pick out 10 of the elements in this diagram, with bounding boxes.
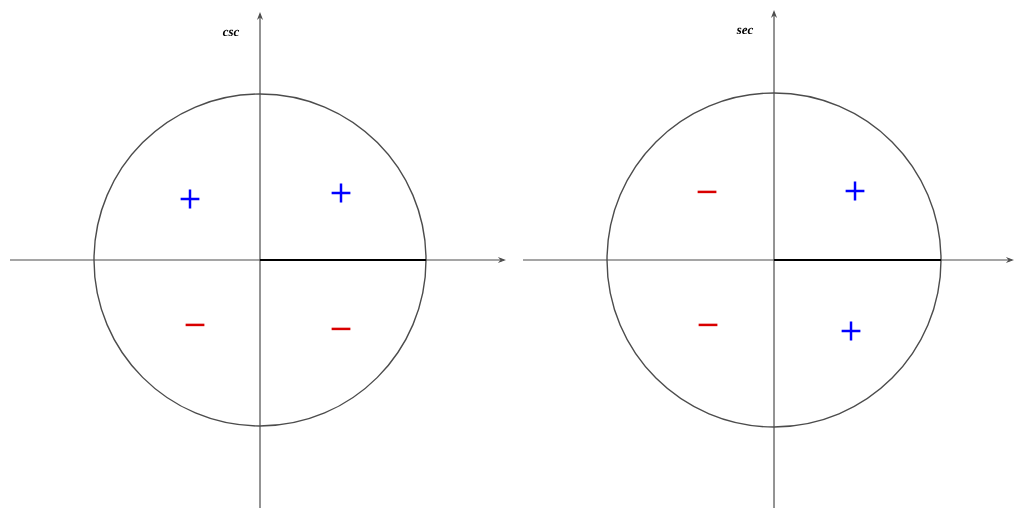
sign-symbol: + [845,181,865,201]
sign-symbol: − [697,190,717,194]
axis-label: sec [736,27,754,35]
sign-symbol: − [331,327,351,331]
axis-label: csc [222,29,240,37]
sign-symbol: − [185,323,205,327]
sign-symbol: + [841,321,861,341]
sign-symbol: − [698,323,718,327]
sign-symbol: + [331,183,351,203]
sign-symbol: + [180,189,200,209]
